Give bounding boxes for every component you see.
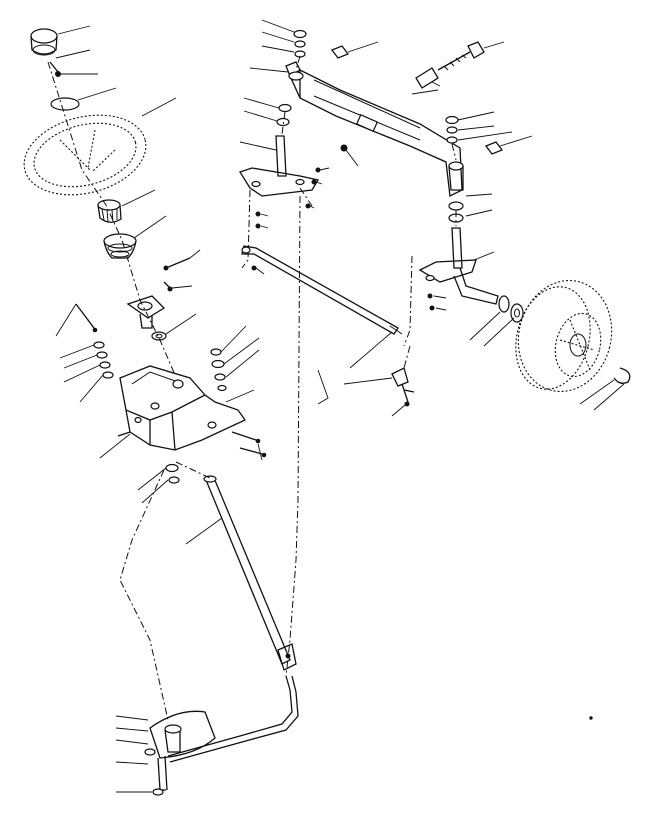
screw-small xyxy=(49,61,61,77)
steering-wheel xyxy=(23,114,147,196)
stray-dot xyxy=(589,716,593,720)
left-spindle xyxy=(239,103,320,197)
caps-top-left xyxy=(293,29,307,58)
front-wheel-tire xyxy=(515,279,613,393)
steering-adapter xyxy=(97,199,122,223)
hardware-stack-left xyxy=(75,303,114,379)
front-axle xyxy=(285,61,464,197)
wheel-insert-disc xyxy=(50,97,80,111)
tie-rod xyxy=(241,245,403,335)
axle-pivot-bolt xyxy=(415,41,485,89)
bolts-25-mid xyxy=(231,431,267,458)
steering-bellows xyxy=(103,233,137,259)
wheel-hardware xyxy=(498,295,631,384)
caps-top-right xyxy=(445,115,459,144)
hardware-stack-right xyxy=(210,348,227,392)
nut-3-right xyxy=(484,141,504,155)
screw-22 xyxy=(163,281,173,292)
nut-3-top xyxy=(330,45,350,59)
steering-support-bracket xyxy=(117,365,246,451)
drag-link-lower xyxy=(152,675,299,796)
bushing-31 xyxy=(151,331,167,341)
screws-left-spindle xyxy=(251,144,348,271)
right-spindle xyxy=(418,201,499,305)
bolt-23 xyxy=(163,257,191,271)
drag-link-ends xyxy=(391,367,415,407)
steering-sector-plate xyxy=(144,710,216,759)
steering-shaft xyxy=(203,475,297,671)
screws-right-spindle xyxy=(427,293,435,311)
steering-knob-cap xyxy=(30,28,58,56)
